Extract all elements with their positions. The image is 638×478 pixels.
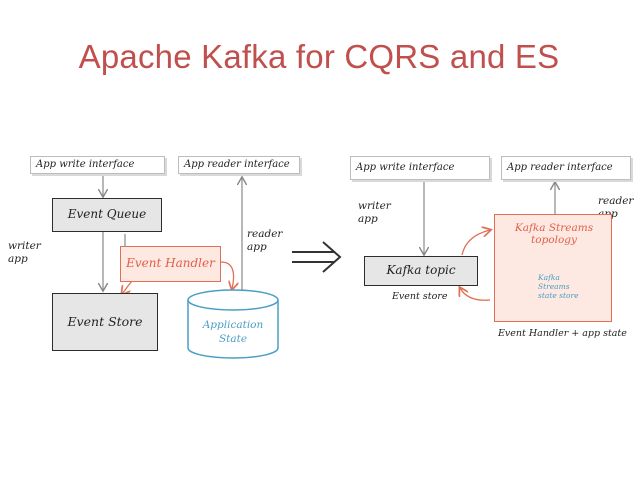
left-write-interface: App write interface bbox=[30, 156, 165, 174]
right-write-interface: App write interface bbox=[350, 156, 490, 180]
left-reader-app-label: reader app bbox=[247, 228, 283, 253]
right-event-store-caption: Event store bbox=[392, 291, 448, 302]
double-arrow-icon bbox=[292, 241, 342, 273]
left-reader-interface: App reader interface bbox=[178, 156, 300, 174]
event-handler-label: Event Handler bbox=[126, 256, 215, 270]
event-store-box: Event Store bbox=[52, 293, 158, 351]
state-store-label: Kafka Streams state store bbox=[538, 273, 579, 300]
kafka-streams-topology-label: Kafka Streams topology bbox=[514, 222, 594, 246]
event-queue-box: Event Queue bbox=[52, 198, 162, 232]
event-store-label: Event Store bbox=[67, 314, 143, 329]
left-writer-app-label: writer app bbox=[8, 240, 41, 265]
event-queue-label: Event Queue bbox=[67, 207, 147, 221]
handler-app-state-caption: Event Handler + app state bbox=[498, 328, 627, 339]
application-state-cylinder bbox=[187, 289, 279, 359]
kafka-topic-label: Kafka topic bbox=[386, 263, 456, 277]
right-reader-interface: App reader interface bbox=[501, 156, 631, 180]
arrow-streams-to-topic bbox=[460, 288, 491, 301]
page-title: Apache Kafka for CQRS and ES bbox=[78, 38, 560, 75]
application-state-label: Application State bbox=[202, 319, 264, 345]
arrow-handler-to-state bbox=[220, 261, 234, 289]
kafka-topic-box: Kafka topic bbox=[364, 256, 478, 286]
kafka-streams-box bbox=[494, 214, 612, 322]
arrow-topic-to-streams bbox=[461, 230, 490, 256]
right-writer-app-label: writer app bbox=[358, 200, 391, 225]
event-handler-box: Event Handler bbox=[120, 246, 221, 282]
